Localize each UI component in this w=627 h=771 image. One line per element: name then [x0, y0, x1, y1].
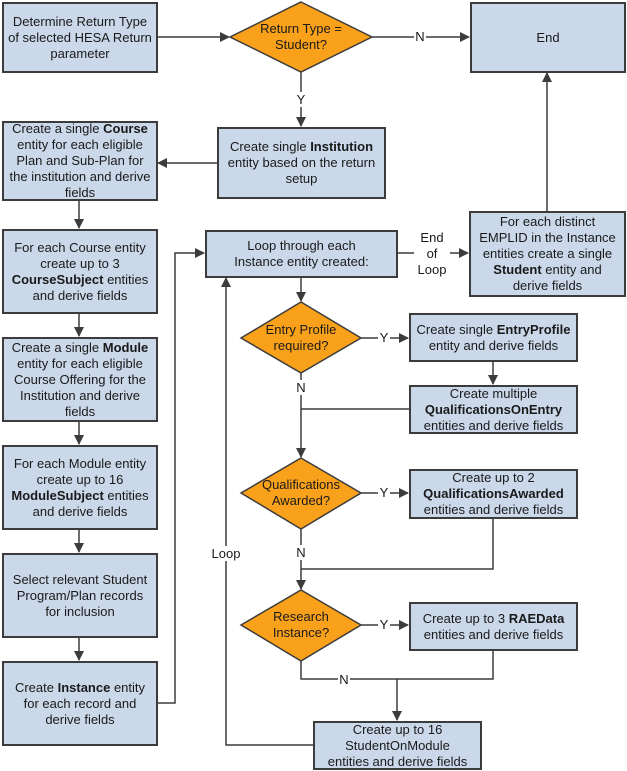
- decision-return-type-text: Return Type =Student?: [260, 21, 342, 52]
- node-text: Create up to 16 StudentOnModule entities…: [327, 721, 468, 769]
- node-text: Select relevant Student Program/Plan rec…: [12, 571, 148, 619]
- edge-label-end-of-loop-1: End: [420, 230, 444, 245]
- edge-label-entry-yes: Y: [378, 330, 390, 345]
- edge-label-qual-yes: Y: [378, 485, 390, 500]
- node-create-student: For each distinct EMPLID in the Instance…: [469, 211, 626, 297]
- edge-loop-back: [221, 277, 313, 746]
- node-create-entry-profile: Create single EntryProfile entity and de…: [409, 313, 578, 362]
- node-create-module: Create a single Module entity for each e…: [2, 337, 158, 422]
- edge-label-return-yes: Y: [295, 92, 307, 107]
- node-module-subject: For each Module entity create up to 16 M…: [2, 445, 158, 530]
- node-loop-instances: Loop through each Instance entity create…: [205, 230, 398, 278]
- edge-label-research-no: N: [338, 672, 350, 687]
- node-text: Loop through each Instance entity create…: [234, 238, 369, 269]
- edge-research-no: [300, 650, 494, 680]
- edge-label-qual-no: N: [295, 545, 307, 560]
- decision-qualifications-awarded: [239, 457, 363, 530]
- node-course-subject: For each Course entity create up to 3 Co…: [2, 229, 158, 314]
- node-create-course: Create a single Course entity for each e…: [2, 121, 158, 201]
- node-text: Create up to 2 QualificationsAwarded ent…: [423, 470, 564, 517]
- node-qualifications-on-entry: Create multiple QualificationsOnEntry en…: [409, 385, 578, 434]
- edge-label-entry-no: N: [295, 380, 307, 395]
- node-determine-return-type: Determine Return Type of selected HESA R…: [2, 2, 158, 73]
- node-create-qualifications-awarded: Create up to 2 QualificationsAwarded ent…: [409, 469, 578, 519]
- node-select-records: Select relevant Student Program/Plan rec…: [2, 553, 158, 638]
- node-text: For each distinct EMPLID in the Instance…: [479, 214, 616, 293]
- node-text: Determine Return Type of selected HESA R…: [8, 13, 152, 61]
- decision-entry-profile: [239, 301, 363, 374]
- node-text: Create single Institution entity based o…: [227, 139, 376, 186]
- edge-label-end-of-loop-3: Loop: [417, 262, 447, 277]
- node-text: Create single EntryProfile entity and de…: [416, 321, 571, 353]
- node-end: End: [470, 2, 626, 73]
- decision-return-type: [228, 1, 374, 73]
- node-student-on-module: Create up to 16 StudentOnModule entities…: [313, 721, 482, 770]
- node-text: Create a single Course entity for each e…: [9, 121, 151, 200]
- node-create-institution: Create single Institution entity based o…: [217, 127, 386, 199]
- node-text: Create up to 3 RAEData entities and deri…: [422, 610, 565, 642]
- edge-label-return-no: N: [414, 29, 426, 44]
- node-text: For each Course entity create up to 3 Co…: [11, 239, 149, 303]
- node-text: Create multiple QualificationsOnEntry en…: [423, 385, 564, 433]
- node-create-raedata: Create up to 3 RAEData entities and deri…: [409, 602, 578, 651]
- node-text: End: [536, 29, 560, 45]
- node-text: For each Module entity create up to 16 M…: [11, 455, 149, 519]
- node-create-instance: Create Instance entity for each record a…: [2, 661, 158, 746]
- edge-label-loop: Loop: [208, 546, 244, 561]
- edge-label-research-yes: Y: [378, 617, 390, 632]
- edge-qualawarded-join: [301, 518, 494, 570]
- edge-label-end-of-loop-2: of: [426, 246, 438, 261]
- node-text: Create a single Module entity for each e…: [11, 339, 149, 419]
- node-text: Create Instance entity for each record a…: [14, 679, 146, 727]
- decision-research: [239, 589, 363, 662]
- edge-instance-to-loop: [157, 248, 205, 704]
